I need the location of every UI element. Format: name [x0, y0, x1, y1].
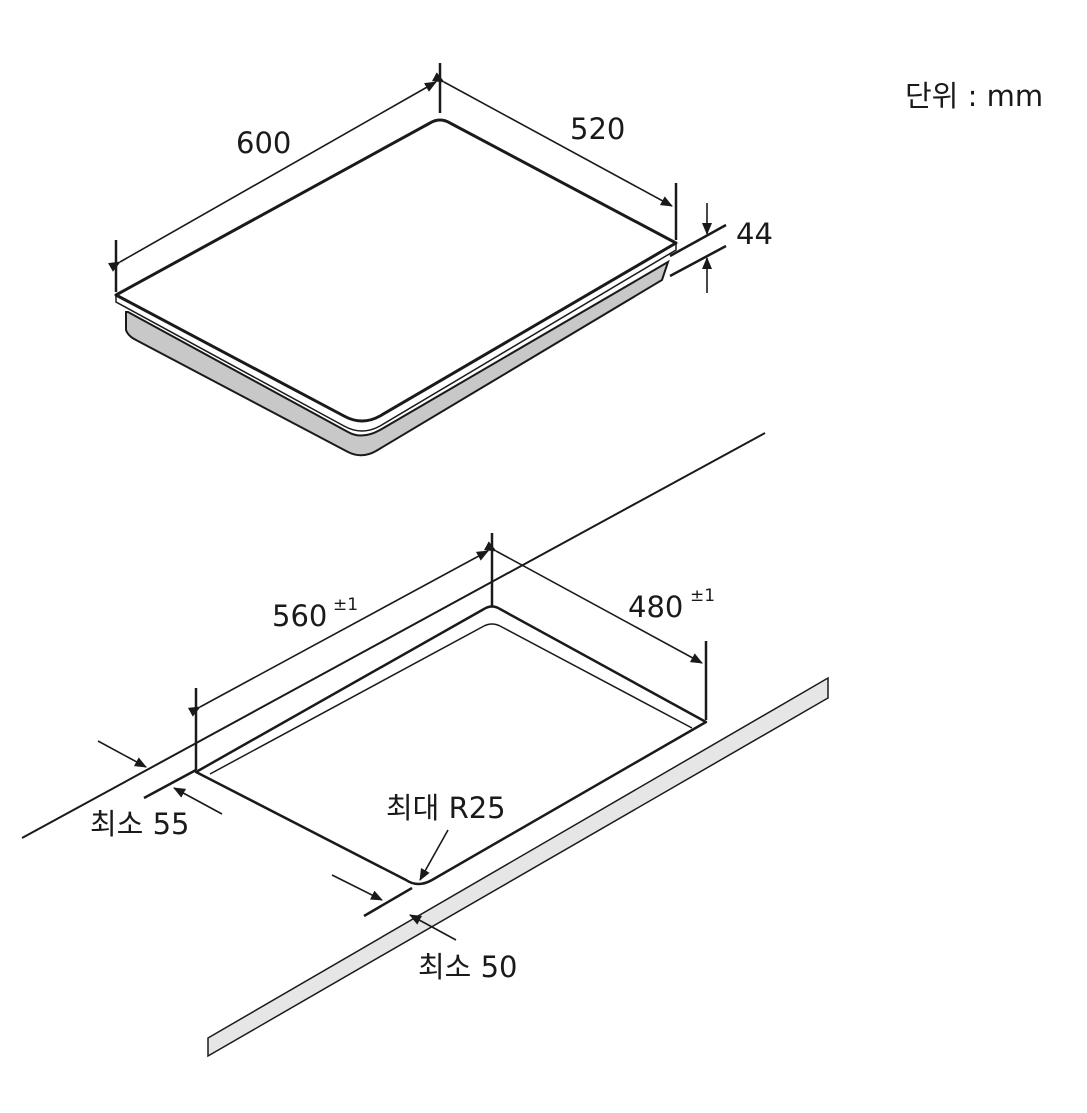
counter-front-strip	[207, 676, 829, 1058]
ext-line-55	[143, 768, 197, 800]
dim-line-560	[187, 550, 489, 717]
counter-back-edge	[21, 432, 766, 839]
arrow-50-back	[331, 874, 383, 901]
arrow-50-front	[409, 914, 457, 941]
ext-line-50	[363, 886, 413, 918]
min-clearance-55-label: 최소 55	[90, 807, 189, 841]
hob-body-side	[125, 259, 670, 457]
leader-r25	[419, 829, 449, 881]
min-clearance-50-label: 최소 50	[418, 950, 517, 984]
dim-label-44: 44	[736, 217, 773, 251]
cutout-outer-edge	[194, 605, 708, 886]
dim-label-480-tolerance: ±1	[690, 586, 715, 606]
hob-glass-top	[114, 118, 678, 423]
arrow-55-back	[97, 740, 147, 768]
arrow-55-front	[173, 787, 223, 815]
cutout-inner-edge	[209, 623, 693, 775]
dim-line-480	[483, 541, 703, 664]
cutout-drawing	[21, 432, 829, 1058]
hob-drawing	[107, 63, 727, 457]
unit-label: 단위 : mm	[905, 79, 1043, 113]
dim-label-600: 600	[236, 126, 291, 160]
corner-radius-label: 최대 R25	[386, 791, 506, 825]
ext-line-44-bottom	[669, 244, 727, 278]
dim-line-600	[107, 81, 437, 272]
dim-label-560: 560	[272, 599, 327, 633]
dim-label-560-tolerance: ±1	[333, 595, 358, 615]
dim-label-480: 480	[628, 590, 683, 624]
dim-label-520: 520	[570, 112, 625, 146]
dim-line-520	[431, 72, 673, 207]
ext-line-44-top	[669, 223, 727, 258]
